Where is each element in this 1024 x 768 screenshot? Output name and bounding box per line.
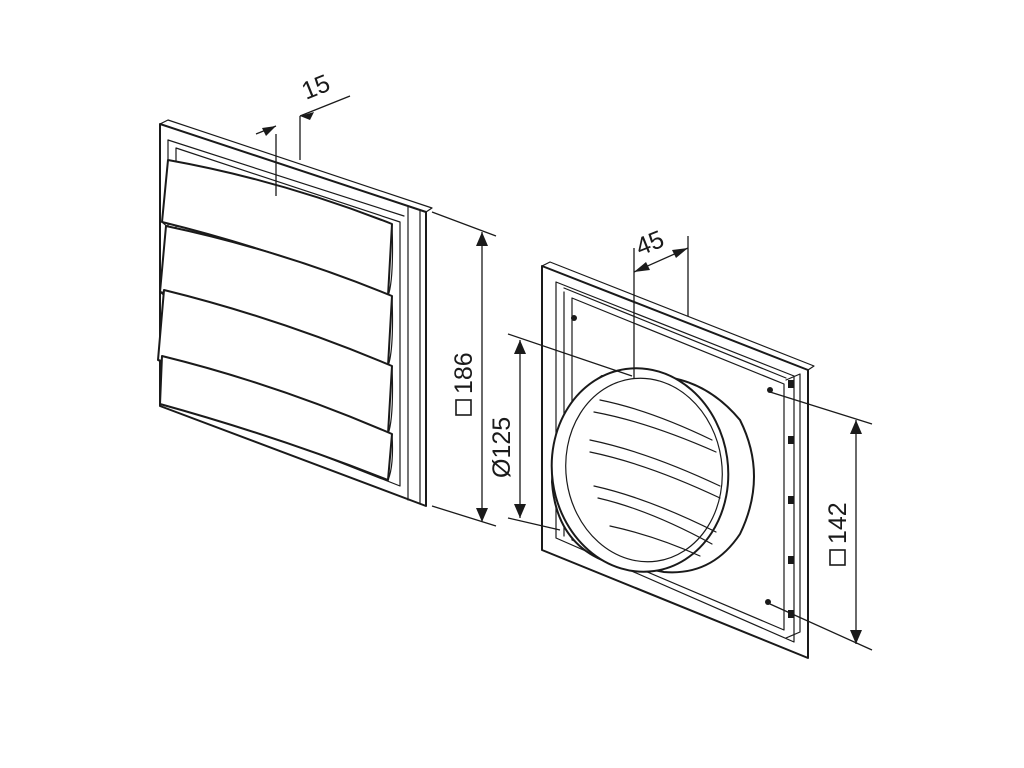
dimension-outer-size: 186	[431, 211, 497, 527]
louver-slats	[157, 159, 394, 481]
inner-size-label: 142	[824, 502, 852, 544]
square-symbol	[829, 549, 846, 566]
square-symbol	[455, 399, 472, 416]
round-spigot	[550, 367, 755, 574]
grille-rear-view-with-spigot: 45 Ø125 142	[488, 225, 873, 659]
spigot-length-label: 45	[632, 225, 668, 261]
spigot-diameter-label: Ø125	[488, 417, 516, 478]
outer-size-label: 186	[450, 352, 478, 394]
louvred-grille-front-view: 15 186	[157, 69, 497, 527]
dimension-inner-size: 142	[769, 391, 873, 651]
dimension-spigot-diameter: Ø125	[488, 333, 633, 531]
spigot-inner-edge	[565, 377, 723, 563]
spigot-rim	[550, 367, 730, 573]
louver-pitch-label: 15	[298, 69, 334, 105]
